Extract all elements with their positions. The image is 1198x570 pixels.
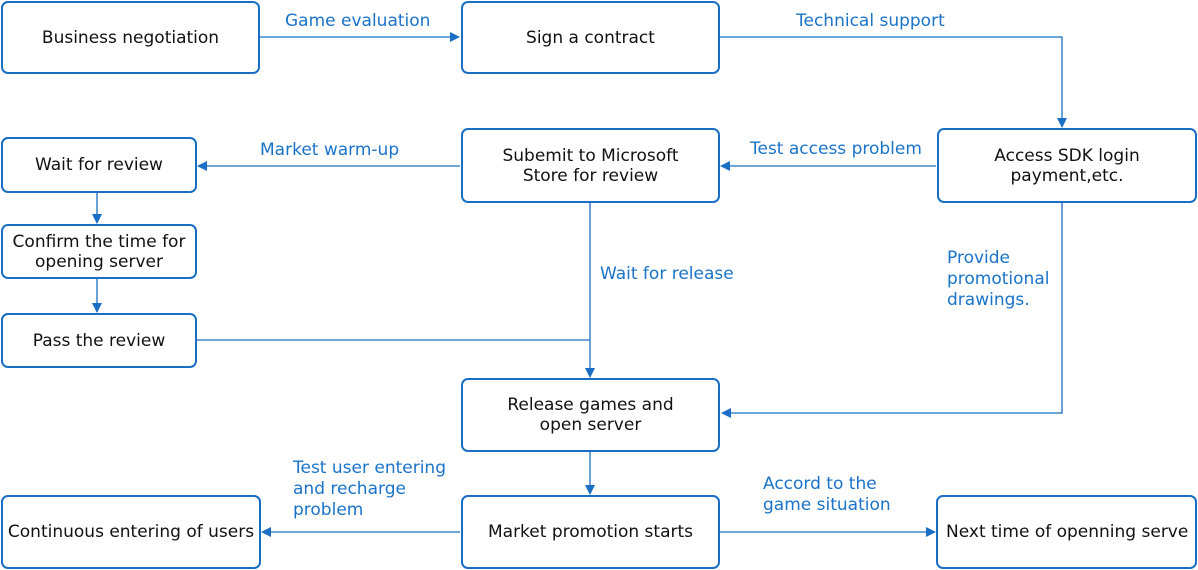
provide-promotional-line-1: Provide — [947, 248, 1011, 268]
continuous-entering-label: Continuous entering of users — [7, 522, 255, 542]
provide-promotional-line-3: drawings. — [947, 290, 1030, 310]
edge-contract-to-sdk — [720, 36, 1067, 128]
business-negotiation-label: Business negotiation — [41, 27, 220, 48]
pass-review-label: Pass the review — [32, 330, 166, 351]
market-warmup-label: Market warm-up — [260, 140, 400, 160]
accord-game-situation-line-1: Accord to the — [763, 474, 877, 494]
test-user-entering-label: Test user entering and recharge problem — [293, 458, 446, 521]
test-user-entering-line-1: Test user entering — [293, 458, 446, 478]
wait-for-release-label: Wait for release — [600, 264, 734, 284]
release-games-label-line-2: open server — [539, 415, 642, 435]
game-evaluation-label: Game evaluation — [285, 11, 431, 31]
submit-store-label-line-1: Subemit to Microsoft — [502, 145, 679, 166]
market-promotion-label: Market promotion starts — [487, 522, 694, 542]
pass-review-node: Pass the review — [1, 313, 197, 368]
edge-sdk-to-release — [721, 203, 1063, 418]
provide-promotional-label: Provide promotional drawings. — [947, 248, 1049, 311]
access-sdk-label-line-2: payment,etc. — [1010, 165, 1124, 186]
release-games-node: Release games and open server — [461, 378, 720, 452]
business-negotiation-node: Business negotiation — [1, 1, 260, 74]
test-user-entering-line-3: problem — [293, 500, 364, 520]
confirm-time-label-line-2: opening server — [35, 251, 163, 272]
test-access-problem-label: Test access problem — [750, 139, 922, 159]
continuous-entering-node: Continuous entering of users — [1, 495, 261, 569]
next-time-node: Next time of openning serve — [936, 495, 1197, 569]
wait-review-label: Wait for review — [35, 155, 163, 175]
submit-store-label-line-2: Store for review — [522, 165, 659, 186]
release-games-label-line-1: Release games and — [507, 395, 674, 415]
confirm-time-node: Confirm the time for opening server — [1, 224, 197, 279]
test-user-entering-line-2: and recharge — [293, 479, 406, 499]
technical-support-label: Technical support — [796, 11, 945, 31]
next-time-label: Next time of openning serve — [946, 522, 1189, 542]
sign-contract-node: Sign a contract — [461, 1, 720, 74]
wait-review-node: Wait for review — [1, 137, 197, 193]
sign-contract-label: Sign a contract — [526, 27, 655, 48]
market-promotion-node: Market promotion starts — [461, 495, 720, 569]
accord-game-situation-line-2: game situation — [763, 495, 891, 515]
accord-game-situation-label: Accord to the game situation — [763, 474, 891, 516]
access-sdk-label-line-1: Access SDK login — [994, 145, 1140, 166]
confirm-time-label-line-1: Confirm the time for — [12, 231, 186, 252]
access-sdk-node: Access SDK login payment,etc. — [937, 128, 1197, 203]
provide-promotional-line-2: promotional — [947, 269, 1050, 289]
submit-store-node: Subemit to Microsoft Store for review — [461, 128, 720, 203]
